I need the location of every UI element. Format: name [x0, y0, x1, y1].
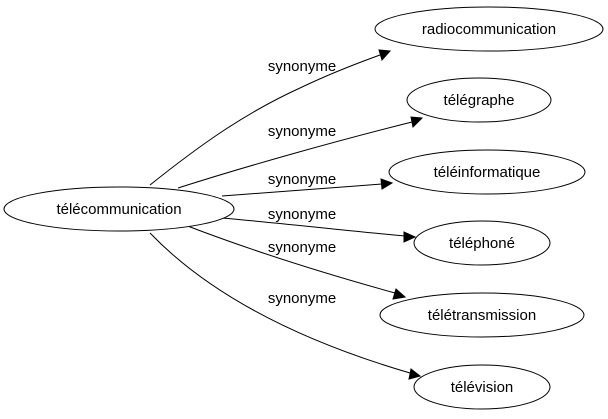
node-radiocommunication[interactable]: radiocommunication	[374, 6, 604, 52]
edge-radiocommunication: synonyme	[149, 49, 392, 186]
node-telephone[interactable]: téléphoné	[413, 220, 551, 266]
node-label-telecommunication: télécommunication	[56, 201, 181, 218]
node-teletransmission[interactable]: télétransmission	[379, 292, 585, 338]
node-teleinformatique[interactable]: téléinformatique	[388, 149, 586, 195]
node-label-telephone: téléphoné	[449, 235, 515, 252]
edge-television: synonyme	[149, 232, 422, 380]
node-label-teletransmission: télétransmission	[428, 307, 536, 324]
edge-telegraphe: synonyme	[177, 116, 424, 189]
edge-teletransmission: synonyme	[184, 224, 407, 300]
node-label-teleinformatique: téléinformatique	[434, 164, 541, 181]
node-telecommunication[interactable]: télécommunication	[3, 186, 235, 232]
edge-label-telephone: synonyme	[268, 206, 336, 223]
edge-label-television: synonyme	[268, 290, 336, 307]
edge-label-telegraphe: synonyme	[268, 123, 336, 140]
edge-telephone: synonyme	[221, 206, 417, 243]
edges: synonyme synonyme synonyme synonyme syno…	[149, 49, 424, 380]
node-television[interactable]: télévision	[413, 364, 551, 410]
node-label-television: télévision	[451, 379, 514, 396]
nodes: télécommunication radiocommunication tél…	[3, 6, 604, 410]
node-label-radiocommunication: radiocommunication	[422, 21, 556, 38]
edge-label-teleinformatique: synonyme	[268, 171, 336, 188]
node-label-telegraphe: télégraphe	[444, 92, 515, 109]
node-telegraphe[interactable]: télégraphe	[406, 77, 552, 123]
edge-label-radiocommunication: synonyme	[268, 58, 336, 75]
edge-label-teletransmission: synonyme	[268, 239, 336, 256]
edge-teleinformatique: synonyme	[221, 171, 394, 197]
